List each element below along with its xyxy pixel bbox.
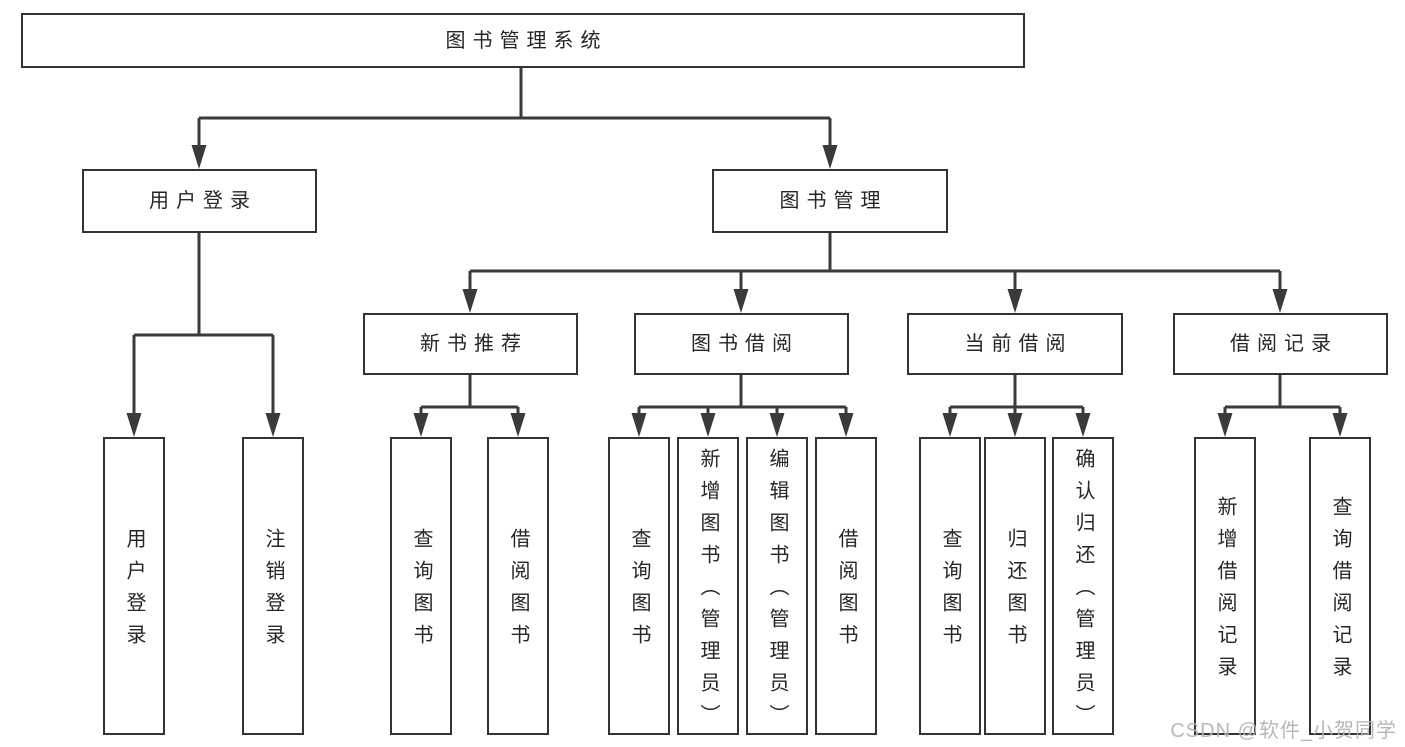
node-leaf-br-add: 新增借阅记录 (1194, 437, 1256, 735)
arrowhead-icon (413, 413, 429, 437)
node-label-new-book-rec: 新书推荐 (420, 333, 528, 355)
node-label-leaf-cb-return: 归还图书 (1004, 528, 1026, 656)
arrowhead-icon (265, 413, 281, 437)
node-leaf-cb-query: 查询图书 (919, 437, 981, 735)
node-label-leaf-bb-query: 查询图书 (628, 528, 650, 656)
node-current-borrow: 当前借阅 (907, 313, 1123, 375)
node-label-leaf-nbr-query: 查询图书 (410, 528, 432, 656)
node-book-mgmt: 图书管理 (712, 169, 948, 233)
node-new-book-rec: 新书推荐 (363, 313, 578, 375)
node-label-leaf-nbr-borrow: 借阅图书 (507, 528, 529, 656)
node-label-user-login: 用户登录 (149, 190, 257, 212)
node-label-leaf-bb-edit: 编辑图书（管理员） (766, 448, 788, 736)
node-label-current-borrow: 当前借阅 (964, 333, 1073, 355)
node-book-borrow: 图书借阅 (634, 313, 849, 375)
node-leaf-bb-borrow: 借阅图书 (815, 437, 877, 735)
arrowhead-icon (510, 413, 526, 437)
arrowhead-icon (1272, 289, 1288, 313)
arrowhead-icon (462, 289, 478, 313)
connector-borrow-records (1223, 375, 1342, 418)
node-user-login: 用户登录 (82, 169, 317, 233)
node-leaf-logout: 注销登录 (242, 437, 304, 735)
arrowhead-icon (1007, 289, 1023, 313)
connector-root (197, 68, 832, 150)
arrowhead-icon (1332, 413, 1348, 437)
node-leaf-bb-query: 查询图书 (608, 437, 670, 735)
arrowhead-icon (942, 413, 958, 437)
arrowhead-icon (733, 289, 749, 313)
connector-book-mgmt (468, 233, 1282, 294)
arrowhead-icon (1007, 413, 1023, 437)
watermark: CSDN @软件_小贺同学 (1170, 720, 1397, 742)
arrowhead-icon (126, 413, 142, 437)
node-leaf-nbr-borrow: 借阅图书 (487, 437, 549, 735)
node-leaf-br-query: 查询借阅记录 (1309, 437, 1371, 735)
node-leaf-login: 用户登录 (103, 437, 165, 735)
node-borrow-records: 借阅记录 (1173, 313, 1388, 375)
connector-new-book-rec (419, 375, 520, 418)
node-label-book-borrow: 图书借阅 (691, 333, 799, 355)
arrowhead-icon (838, 413, 854, 437)
connector-current-borrow (948, 375, 1085, 418)
node-root: 图书管理系统 (21, 13, 1025, 68)
arrowhead-icon (1075, 413, 1091, 437)
node-leaf-bb-edit: 编辑图书（管理员） (746, 437, 808, 736)
node-label-leaf-bb-add: 新增图书（管理员） (697, 448, 719, 736)
node-label-leaf-login: 用户登录 (123, 528, 145, 656)
node-label-leaf-cb-query: 查询图书 (939, 528, 961, 656)
node-label-leaf-br-add: 新增借阅记录 (1214, 496, 1236, 688)
arrowhead-icon (769, 413, 785, 437)
connector-user-login (132, 233, 275, 418)
node-label-leaf-logout: 注销登录 (262, 528, 284, 656)
arrowhead-icon (700, 413, 716, 437)
node-label-leaf-br-query: 查询借阅记录 (1329, 496, 1351, 688)
connector-book-borrow (637, 375, 848, 418)
arrowhead-icon (822, 145, 838, 169)
node-label-book-mgmt: 图书管理 (779, 190, 888, 212)
node-label-root: 图书管理系统 (445, 29, 608, 52)
node-leaf-bb-add: 新增图书（管理员） (677, 437, 739, 736)
node-label-borrow-records: 借阅记录 (1230, 333, 1338, 355)
arrowhead-icon (631, 413, 647, 437)
arrowhead-icon (191, 145, 207, 169)
node-leaf-nbr-query: 查询图书 (390, 437, 452, 735)
arrowhead-icon (1217, 413, 1233, 437)
node-leaf-cb-confirm: 确认归还（管理员） (1052, 437, 1114, 736)
node-label-leaf-cb-confirm: 确认归还（管理员） (1072, 448, 1094, 736)
node-label-leaf-bb-borrow: 借阅图书 (835, 528, 857, 656)
node-leaf-cb-return: 归还图书 (984, 437, 1046, 735)
